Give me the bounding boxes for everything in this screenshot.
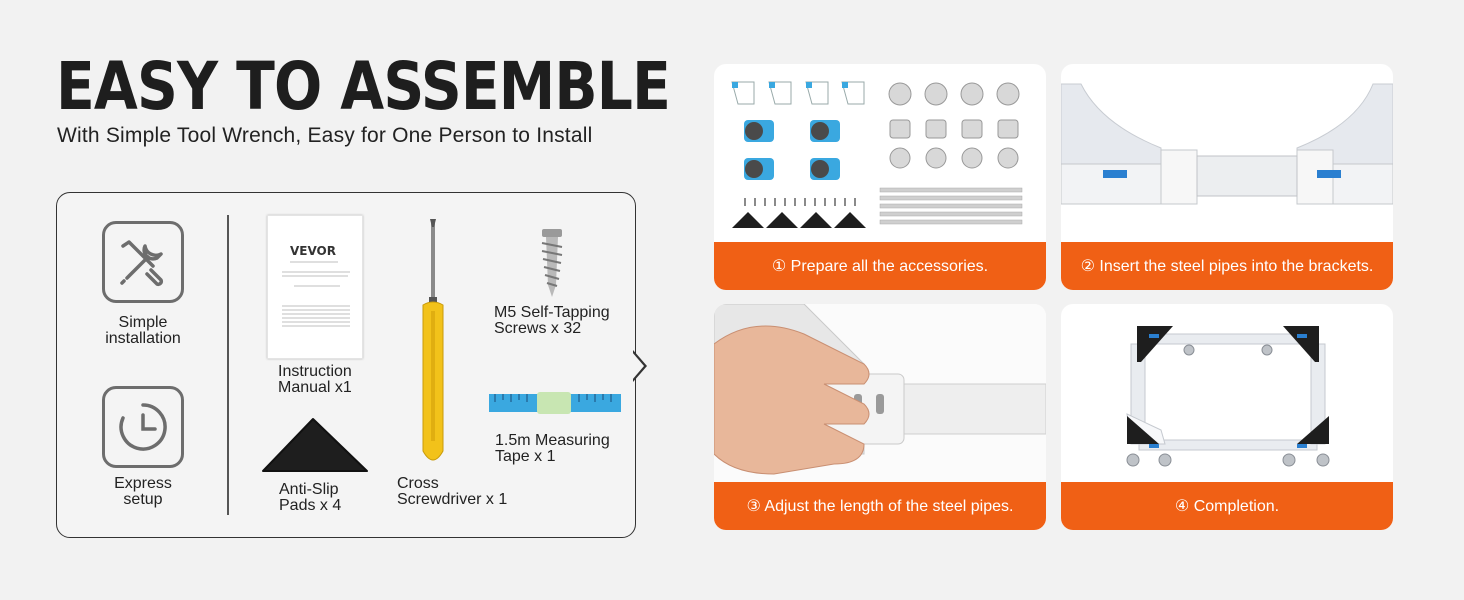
step-card-2: ② Insert the steel pipes into the bracke… — [1061, 64, 1393, 290]
measuring-tape-image — [489, 392, 621, 414]
feature-label-simple: Simple installation — [105, 314, 181, 347]
step-card-4: ④ Completion. — [1061, 304, 1393, 530]
feature-label-express: Express setup — [114, 475, 172, 508]
screwdriver-image — [422, 219, 444, 461]
step-card-1: ① Prepare all the accessories. — [714, 64, 1046, 290]
tape-label: 1.5m Measuring Tape x 1 — [495, 432, 610, 465]
manual-brand: VEVOR — [290, 244, 337, 258]
page-title: EASY TO ASSEMBLE — [56, 48, 671, 125]
wrench-screwdriver-icon — [102, 221, 184, 303]
panel-pointer-fill — [632, 352, 644, 380]
accessories-panel: Simple installation Express setup VEVOR — [56, 192, 636, 538]
instruction-manual-image: VEVOR — [267, 215, 363, 359]
accessories-layout-image — [731, 81, 1023, 228]
screw-image — [541, 229, 563, 297]
page-subtitle: With Simple Tool Wrench, Easy for One Pe… — [57, 124, 593, 147]
assembled-stand-image — [1126, 326, 1330, 467]
insert-pipes-image — [1061, 83, 1393, 205]
step-caption-2: ② Insert the steel pipes into the bracke… — [1061, 242, 1393, 290]
screws-label: M5 Self-Tapping Screws x 32 — [494, 304, 610, 337]
adjust-pipes-image — [714, 304, 1046, 482]
panel-divider — [227, 215, 229, 515]
step-caption-4: ④ Completion. — [1061, 482, 1393, 530]
pads-label: Anti-Slip Pads x 4 — [279, 481, 342, 514]
manual-label: Instruction Manual x1 — [278, 363, 352, 396]
clock-icon — [102, 386, 184, 468]
step-caption-3: ③ Adjust the length of the steel pipes. — [714, 482, 1046, 530]
step-card-3: ③ Adjust the length of the steel pipes. — [714, 304, 1046, 530]
screwdriver-label: Cross Screwdriver x 1 — [397, 475, 508, 508]
step-caption-1: ① Prepare all the accessories. — [714, 242, 1046, 290]
anti-slip-pad-image — [262, 418, 368, 472]
